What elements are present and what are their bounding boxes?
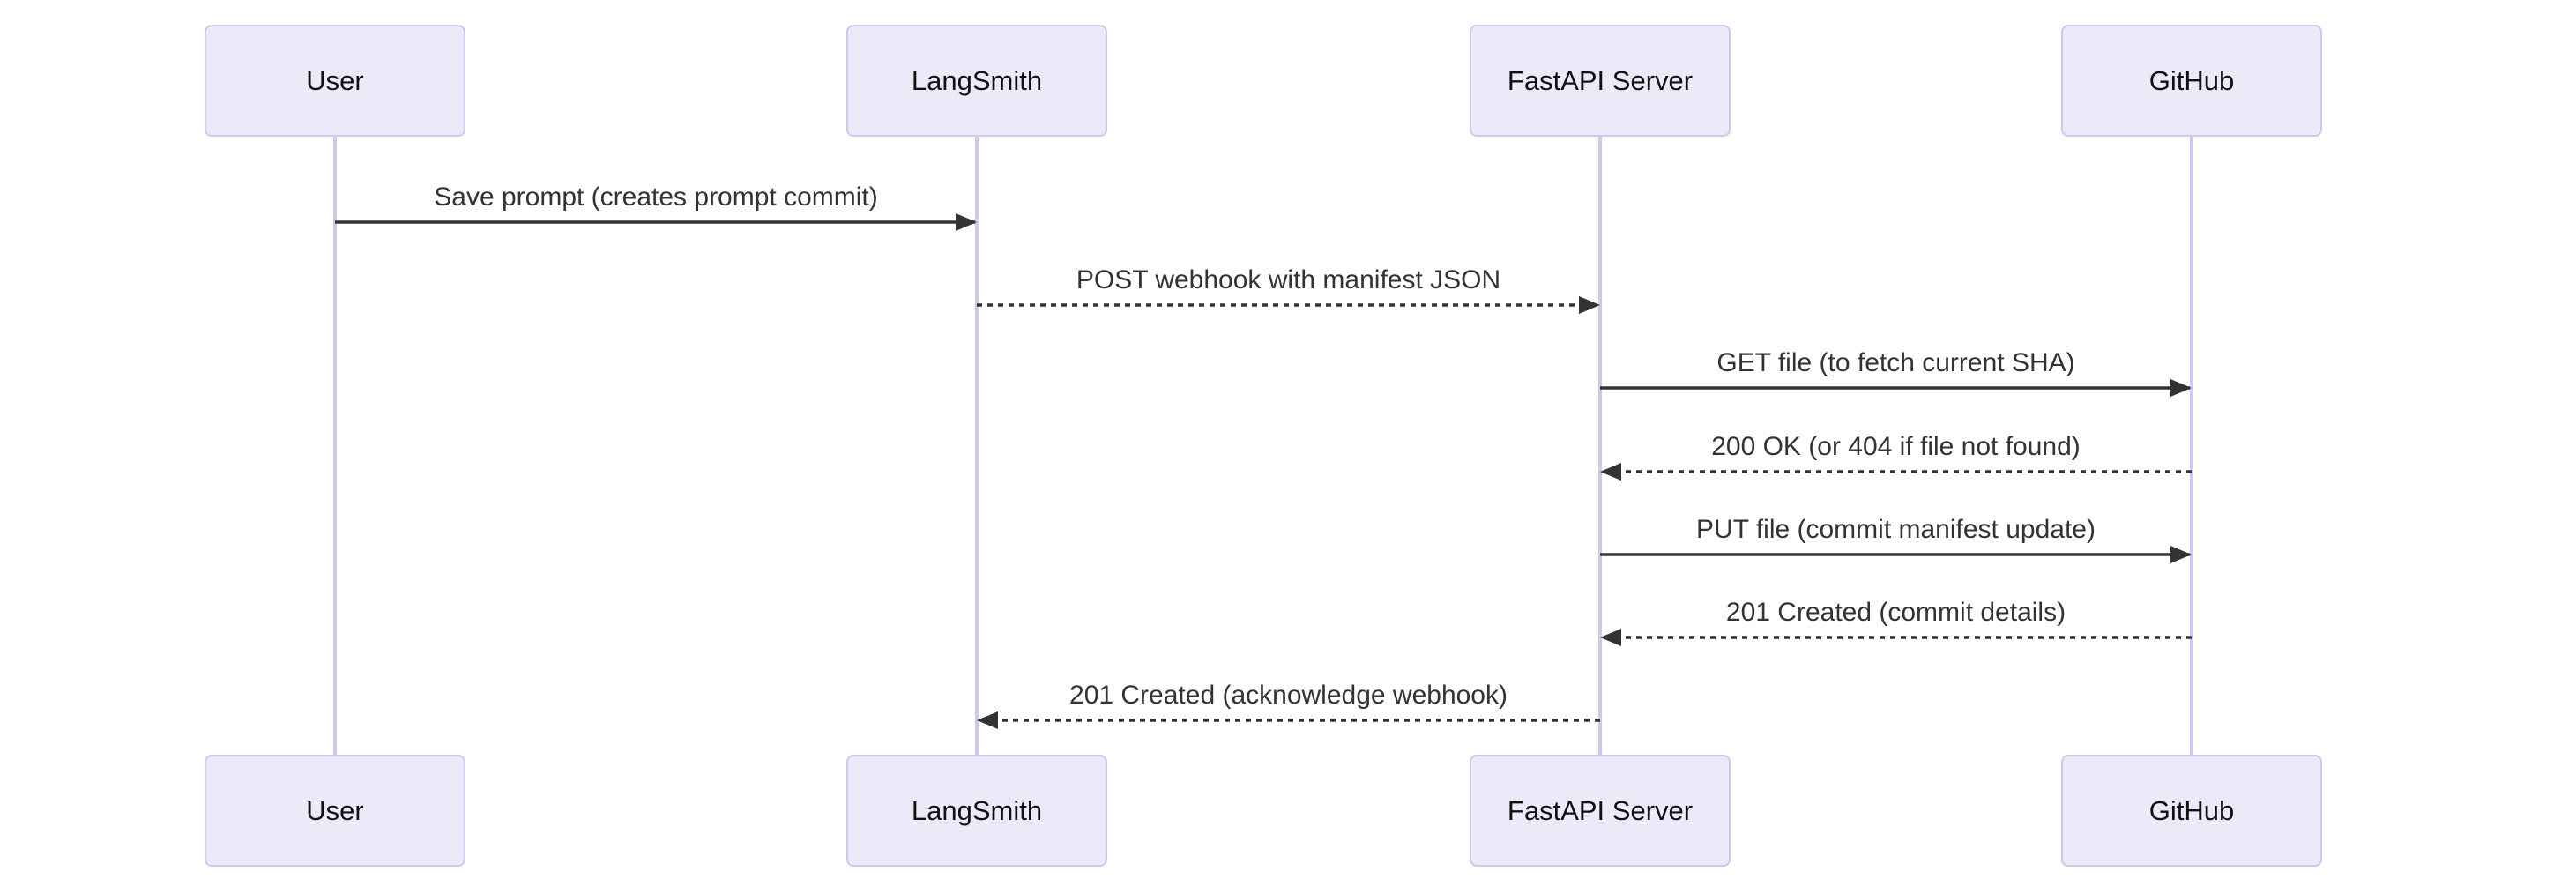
message-label-4: PUT file (commit manifest update) bbox=[1696, 515, 2096, 544]
actor-label: LangSmith bbox=[911, 794, 1043, 826]
actor-label: GitHub bbox=[2148, 794, 2235, 826]
message-label-0: Save prompt (creates prompt commit) bbox=[434, 183, 878, 212]
message-label-2: GET file (to fetch current SHA) bbox=[1716, 348, 2075, 377]
actor-box-github-top: GitHub bbox=[2061, 25, 2322, 137]
actor-box-user-bottom: User bbox=[205, 755, 465, 867]
actor-box-user-top: User bbox=[205, 25, 465, 137]
actor-label: GitHub bbox=[2148, 64, 2235, 96]
message-label-5: 201 Created (commit details) bbox=[1725, 598, 2066, 627]
actor-label: FastAPI Server bbox=[1507, 794, 1694, 826]
actor-label: User bbox=[306, 794, 364, 826]
message-label-6: 201 Created (acknowledge webhook) bbox=[1069, 681, 1508, 710]
message-label-1: POST webhook with manifest JSON bbox=[1076, 265, 1501, 294]
actor-label: User bbox=[306, 64, 364, 96]
actor-label: LangSmith bbox=[911, 64, 1043, 96]
actor-box-langsmith-bottom: LangSmith bbox=[846, 755, 1107, 867]
actor-label: FastAPI Server bbox=[1507, 64, 1694, 96]
message-label-3: 200 OK (or 404 if file not found) bbox=[1711, 432, 2081, 461]
actor-box-fastapi-server-top: FastAPI Server bbox=[1470, 25, 1731, 137]
actor-box-github-bottom: GitHub bbox=[2061, 755, 2322, 867]
actor-box-fastapi-server-bottom: FastAPI Server bbox=[1470, 755, 1731, 867]
actor-box-langsmith-top: LangSmith bbox=[846, 25, 1107, 137]
